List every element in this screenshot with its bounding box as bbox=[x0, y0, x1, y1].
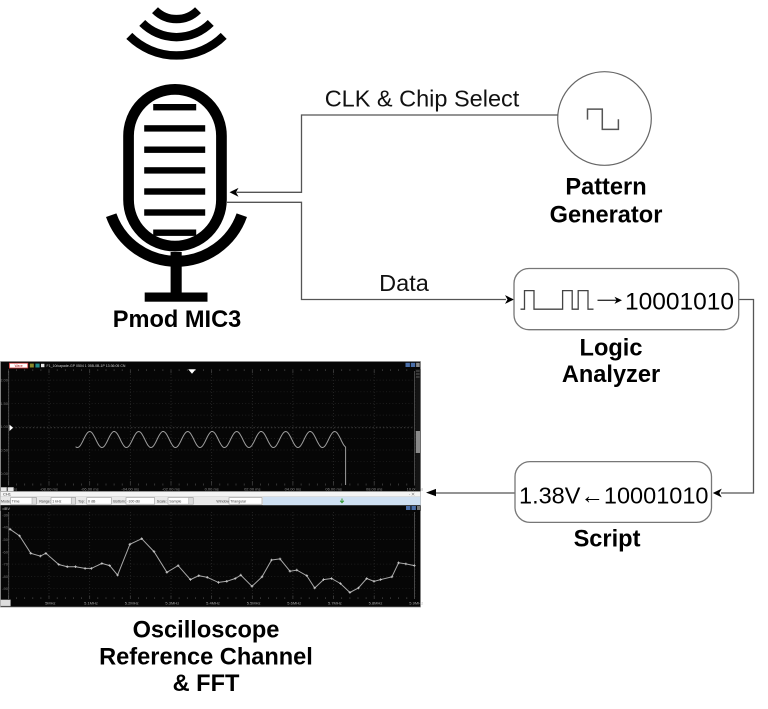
svg-text:5.8MHz: 5.8MHz bbox=[369, 601, 383, 606]
svg-text:5.5MHz: 5.5MHz bbox=[247, 601, 261, 606]
svg-text:F1_10/capade-GP 0504 1 05B-0B-: F1_10/capade-GP 0504 1 05B-0B-1P 13:36:0… bbox=[47, 364, 126, 368]
svg-text:-80: -80 bbox=[2, 574, 9, 579]
svg-text:Triangular: Triangular bbox=[230, 499, 247, 503]
svg-text:Reference Channel: Reference Channel bbox=[99, 644, 313, 670]
svg-text:-02.00 ms: -02.00 ms bbox=[162, 486, 180, 491]
svg-text:-30: -30 bbox=[2, 512, 9, 517]
svg-text:-60: -60 bbox=[2, 549, 9, 554]
svg-text:Window:: Window: bbox=[216, 499, 230, 503]
svg-text:10001010: 10001010 bbox=[625, 288, 734, 315]
svg-text:Scale:: Scale: bbox=[157, 499, 167, 503]
svg-text:5.6MHz: 5.6MHz bbox=[287, 601, 301, 606]
svg-text:-04.00 ms: -04.00 ms bbox=[121, 486, 139, 491]
svg-text:Range:: Range: bbox=[39, 499, 51, 503]
svg-text:CLK & Chip Select: CLK & Chip Select bbox=[325, 86, 520, 112]
svg-text:-100 dB: -100 dB bbox=[127, 499, 140, 503]
svg-text:2.00: 2.00 bbox=[0, 378, 9, 383]
svg-text:04.00 ms: 04.00 ms bbox=[285, 486, 301, 491]
svg-text:-50: -50 bbox=[2, 537, 9, 542]
svg-text:Sample: Sample bbox=[169, 499, 181, 503]
svg-text:-90: -90 bbox=[2, 586, 9, 591]
svg-text:10.00 ms: 10.00 ms bbox=[407, 486, 423, 491]
svg-text:0.00 ms: 0.00 ms bbox=[205, 486, 219, 491]
svg-text:5.2MHz: 5.2MHz bbox=[125, 601, 139, 606]
svg-text:5.1MHz: 5.1MHz bbox=[84, 601, 98, 606]
svg-text:Pmod MIC3: Pmod MIC3 bbox=[113, 307, 241, 333]
svg-text:Bottom:: Bottom: bbox=[113, 499, 125, 503]
svg-text:02.00 ms: 02.00 ms bbox=[244, 486, 260, 491]
svg-text:5.7MHz: 5.7MHz bbox=[328, 601, 342, 606]
svg-text:Wave: Wave bbox=[15, 364, 23, 368]
svg-text:1.38V←10001010: 1.38V←10001010 bbox=[519, 483, 708, 509]
svg-text:🞄 ✕: 🞄 ✕ bbox=[409, 492, 415, 497]
svg-text:Analyzer: Analyzer bbox=[562, 362, 660, 388]
svg-text:5.9MHz: 5.9MHz bbox=[409, 601, 423, 606]
svg-text:0 dB: 0 dB bbox=[88, 499, 96, 503]
svg-text:-70: -70 bbox=[2, 562, 9, 567]
svg-text:dBV: dBV bbox=[3, 506, 11, 511]
svg-text:1 kHz: 1 kHz bbox=[52, 499, 61, 503]
svg-text:CH1: CH1 bbox=[3, 491, 12, 496]
svg-text:08.00 ms: 08.00 ms bbox=[366, 486, 382, 491]
svg-text:Logic: Logic bbox=[580, 336, 643, 362]
svg-text:-06.00 ms: -06.00 ms bbox=[81, 486, 99, 491]
svg-text:Time: Time bbox=[12, 499, 20, 503]
svg-text:Generator: Generator bbox=[550, 202, 663, 228]
svg-text:0.00: 0.00 bbox=[0, 471, 9, 476]
svg-text:5.3MHz: 5.3MHz bbox=[165, 601, 179, 606]
svg-text:& FFT: & FFT bbox=[173, 671, 240, 697]
svg-text:5MHz: 5MHz bbox=[45, 601, 55, 606]
svg-text:06.00 ms: 06.00 ms bbox=[325, 486, 341, 491]
svg-text:-08.00 ms: -08.00 ms bbox=[40, 486, 58, 491]
svg-text:5.4MHz: 5.4MHz bbox=[206, 601, 220, 606]
svg-text:1.00: 1.00 bbox=[0, 424, 9, 429]
svg-text:0.50: 0.50 bbox=[0, 448, 9, 453]
svg-text:Oscilloscope: Oscilloscope bbox=[133, 618, 280, 644]
svg-text:Mode:: Mode: bbox=[1, 499, 11, 503]
svg-text:Data: Data bbox=[379, 270, 430, 296]
svg-text:Top:: Top: bbox=[78, 499, 85, 503]
svg-text:Pattern: Pattern bbox=[565, 174, 646, 200]
svg-text:1.50: 1.50 bbox=[0, 401, 9, 406]
svg-text:-40: -40 bbox=[2, 525, 9, 530]
svg-text:Script: Script bbox=[574, 527, 641, 553]
